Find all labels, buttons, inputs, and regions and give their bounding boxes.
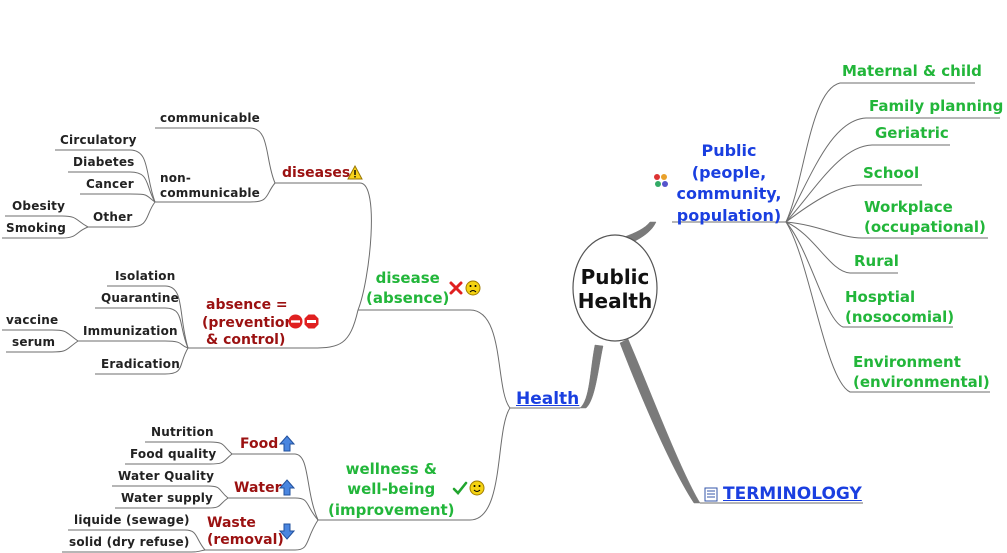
- diseases-node[interactable]: diseases: [282, 165, 351, 181]
- public-line: population): [676, 205, 782, 225]
- nutrition-node[interactable]: Nutrition: [151, 425, 214, 439]
- warning-icon: [347, 164, 363, 184]
- disease-absence-node[interactable]: disease (absence): [366, 269, 449, 308]
- arrow-up-icon: [278, 435, 296, 456]
- diabetes-node[interactable]: Diabetes: [73, 155, 135, 169]
- check-icon: [452, 480, 468, 500]
- no-entry-icon: [288, 314, 303, 333]
- eradication-node[interactable]: Eradication: [101, 357, 180, 371]
- food-quality-node[interactable]: Food quality: [130, 447, 217, 461]
- wellness-line: (improvement): [328, 500, 455, 519]
- hospital-node[interactable]: Hosptial (nosocomial): [845, 288, 954, 327]
- absence-node[interactable]: absence = (prevention & control): [202, 297, 294, 350]
- workplace-line: (occupational): [864, 217, 986, 236]
- waste-line: Waste: [207, 515, 256, 531]
- other-node[interactable]: Other: [93, 210, 133, 224]
- absence-line: & control): [206, 332, 286, 348]
- maternal-child-node[interactable]: Maternal & child: [842, 62, 982, 80]
- wellness-node[interactable]: wellness & well-being (improvement): [328, 459, 455, 520]
- public-node[interactable]: Public (people, community, population): [674, 140, 784, 226]
- vaccine-node[interactable]: vaccine: [6, 313, 59, 327]
- environment-line: (environmental): [853, 372, 990, 391]
- workplace-line: Workplace: [864, 198, 953, 216]
- environment-node[interactable]: Environment (environmental): [853, 353, 990, 392]
- liquid-sewage-node[interactable]: liquide (sewage): [74, 513, 190, 527]
- document-icon: [704, 487, 718, 506]
- waste-node[interactable]: Waste (removal): [207, 515, 284, 549]
- communicable-node[interactable]: communicable: [160, 111, 261, 125]
- wellness-line: well-being: [347, 480, 436, 499]
- solid-refuse-node[interactable]: solid (dry refuse): [69, 535, 190, 549]
- circulatory-node[interactable]: Circulatory: [60, 133, 137, 147]
- water-quality-node[interactable]: Water Quality: [118, 469, 215, 483]
- non-communicable-line: non-: [160, 171, 192, 185]
- water-supply-node[interactable]: Water supply: [121, 491, 214, 505]
- hospital-line: (nosocomial): [845, 307, 955, 326]
- disease-line: (absence): [366, 288, 450, 307]
- happy-face-icon: [469, 480, 485, 500]
- geriatric-node[interactable]: Geriatric: [875, 124, 949, 142]
- terminology-link[interactable]: TERMINOLOGY: [723, 484, 862, 504]
- absence-line: absence =: [206, 297, 288, 313]
- arrow-down-icon: [278, 523, 296, 544]
- water-node[interactable]: Water: [234, 480, 282, 496]
- isolation-node[interactable]: Isolation: [115, 269, 176, 283]
- people-icon: [652, 172, 670, 194]
- central-topic-line1: Public: [580, 265, 650, 289]
- serum-node[interactable]: serum: [12, 335, 56, 349]
- central-topic[interactable]: Public Health: [575, 265, 655, 313]
- health-link[interactable]: Health: [516, 389, 580, 409]
- public-line: Public: [701, 141, 757, 160]
- smoking-node[interactable]: Smoking: [6, 221, 67, 235]
- environment-line: Environment: [853, 353, 961, 371]
- quarantine-node[interactable]: Quarantine: [101, 291, 179, 305]
- school-node[interactable]: School: [863, 164, 920, 182]
- immunization-node[interactable]: Immunization: [83, 324, 178, 338]
- public-line: (people,: [691, 162, 767, 182]
- disease-line: disease: [375, 269, 440, 287]
- public-line: community,: [676, 184, 782, 204]
- red-x-icon: [448, 280, 464, 300]
- absence-line: (prevention: [202, 314, 295, 331]
- sad-face-icon: [465, 280, 481, 300]
- food-node[interactable]: Food: [240, 436, 279, 452]
- wellness-line: wellness &: [345, 460, 437, 478]
- arrow-up-icon: [278, 479, 296, 500]
- workplace-node[interactable]: Workplace (occupational): [864, 198, 986, 237]
- waste-line: (removal): [207, 531, 284, 548]
- cancer-node[interactable]: Cancer: [86, 177, 134, 191]
- rural-node[interactable]: Rural: [854, 252, 899, 270]
- family-planning-node[interactable]: Family planning: [869, 97, 1004, 115]
- central-topic-line2: Health: [577, 289, 653, 313]
- hospital-line: Hosptial: [845, 288, 916, 306]
- stop-sign-icon: [304, 314, 319, 333]
- obesity-node[interactable]: Obesity: [12, 199, 66, 213]
- non-communicable-line: communicable: [160, 186, 261, 200]
- non-communicable-node[interactable]: non- communicable: [160, 171, 260, 201]
